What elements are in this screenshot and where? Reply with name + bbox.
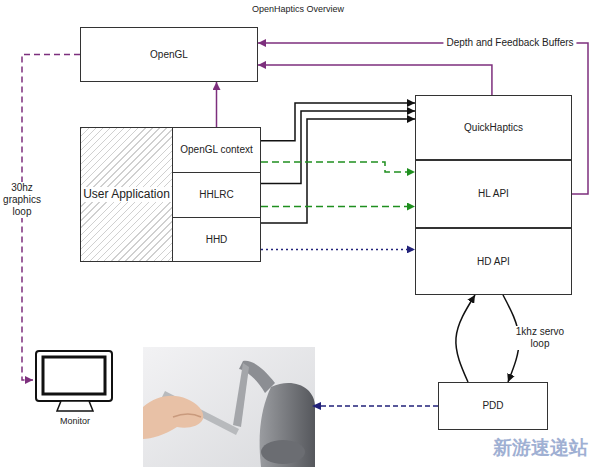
edge-label: 1khz servo loop xyxy=(511,326,569,350)
connector xyxy=(261,103,415,141)
haptic-device-photo xyxy=(143,347,315,467)
node-label: OpenGL xyxy=(150,49,188,61)
component-box: QuickHaptics xyxy=(415,95,572,160)
edge-label: Depth and Feedback Buffers xyxy=(443,37,576,49)
node-label: HHLRC xyxy=(199,189,233,201)
connector xyxy=(216,82,218,127)
edge-label: 30hz graphics loop xyxy=(0,182,47,218)
node-label: Monitor xyxy=(60,416,90,427)
node-label: HHD xyxy=(206,234,228,246)
application-name: User Application xyxy=(81,128,172,261)
monitor-drawing xyxy=(33,345,117,415)
component-box: OpenGL xyxy=(80,27,258,82)
node-label: HD API xyxy=(477,256,510,268)
node-label: HL API xyxy=(478,188,509,200)
diagram-title: OpenHaptics Overview xyxy=(0,4,596,14)
monitor-icon: Monitor xyxy=(33,345,117,429)
connector xyxy=(261,111,415,184)
connector xyxy=(456,295,475,382)
component-box: PDD xyxy=(438,382,548,430)
component-box: HD API xyxy=(415,228,572,295)
connector xyxy=(258,65,492,95)
connector xyxy=(261,206,415,208)
component-box: OpenGL context xyxy=(172,127,261,173)
connector xyxy=(258,43,588,194)
node-label: OpenGL context xyxy=(180,144,252,156)
component-box: HL API xyxy=(415,160,572,228)
connector xyxy=(261,249,415,251)
watermark: 新游速递站 xyxy=(493,436,588,458)
component-box: HHLRC xyxy=(172,172,261,218)
node-label: QuickHaptics xyxy=(464,122,523,134)
component-box: HHD xyxy=(172,217,261,262)
device-link-arrow xyxy=(310,398,440,414)
node-label: PDD xyxy=(482,400,503,412)
connector xyxy=(261,119,415,223)
application-box: User Application OpenGL contextHHLRC HHD xyxy=(80,127,260,262)
connector xyxy=(261,162,415,172)
